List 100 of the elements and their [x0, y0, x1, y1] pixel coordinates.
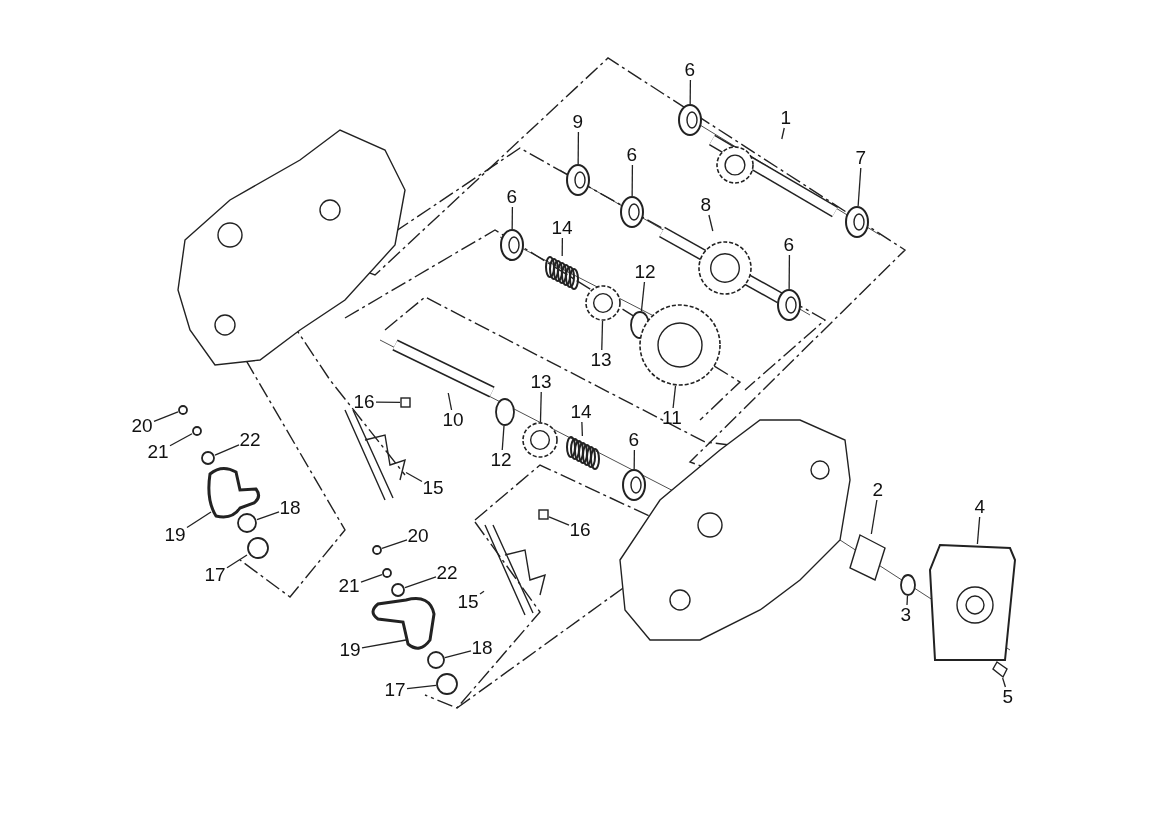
leader-line: [511, 206, 514, 230]
leader-line: [548, 516, 570, 526]
callout-number: 14: [550, 218, 574, 238]
leader-line: [1002, 677, 1007, 688]
leader-line: [404, 576, 437, 589]
callout-number: 15: [456, 592, 480, 612]
spring: [566, 436, 600, 470]
leader-line: [406, 684, 437, 690]
shaft: [392, 339, 495, 398]
lever-arm: [207, 466, 261, 519]
leader-line: [788, 254, 791, 290]
bolt: [178, 405, 188, 415]
callout-number: 15: [421, 478, 445, 498]
washer: [192, 426, 202, 436]
leader-line: [633, 449, 636, 470]
leader-line: [447, 392, 453, 411]
callout-number: 3: [899, 605, 913, 625]
callout-number: 21: [337, 576, 361, 596]
shift-fork: [344, 409, 406, 501]
bolt: [372, 545, 382, 555]
callout-number: 16: [352, 392, 376, 412]
bearing: [620, 196, 644, 228]
callout-number: 17: [383, 680, 407, 700]
leader-line: [976, 516, 981, 545]
leader-line: [857, 167, 862, 207]
leader-line: [781, 127, 785, 140]
washer: [247, 537, 269, 559]
callout-number: 6: [782, 235, 796, 255]
callout-number: 13: [589, 350, 613, 370]
callout-number: 18: [278, 498, 302, 518]
callout-number: 13: [529, 372, 553, 392]
leader-line: [361, 639, 407, 649]
gear: [639, 304, 721, 386]
bearing: [566, 164, 590, 196]
leader-line: [360, 574, 383, 583]
bearing: [622, 469, 646, 501]
callout-number: 22: [238, 430, 262, 450]
leader-line: [479, 590, 485, 595]
bolt: [992, 661, 1008, 679]
callout-number: 19: [163, 525, 187, 545]
callout-number: 7: [854, 148, 868, 168]
leader-line: [906, 595, 909, 606]
leader-line: [581, 421, 584, 437]
callout-number: 8: [699, 195, 713, 215]
leader-line: [689, 79, 692, 105]
callout-number: 20: [406, 526, 430, 546]
leader-line: [256, 511, 280, 521]
spring: [545, 256, 579, 290]
leader-line: [539, 391, 542, 423]
leader-line: [214, 444, 240, 456]
callout-number: 12: [633, 262, 657, 282]
bearing: [777, 289, 801, 321]
leader-line: [640, 281, 646, 312]
callout-number: 9: [571, 112, 585, 132]
leader-line: [169, 433, 193, 447]
gear: [522, 422, 558, 458]
callout-number: 20: [130, 416, 154, 436]
leader-line: [870, 499, 878, 535]
callout-number: 11: [661, 408, 683, 428]
callout-number: 14: [569, 402, 593, 422]
callout-number: 2: [871, 480, 885, 500]
callout-number: 12: [489, 450, 513, 470]
callout-number: 6: [683, 60, 697, 80]
leader-line: [381, 539, 408, 549]
washer: [201, 451, 215, 465]
leader-line: [708, 214, 714, 232]
leader-line: [153, 411, 179, 423]
washer: [391, 583, 405, 597]
leader-line: [226, 554, 248, 569]
washer: [237, 513, 257, 533]
sleeve: [849, 534, 886, 581]
leader-line: [631, 164, 634, 197]
cover-plate: [929, 543, 1017, 661]
bearing: [845, 206, 869, 238]
leader-line: [375, 401, 401, 404]
gear: [585, 285, 621, 321]
shift-fork: [484, 524, 546, 616]
bearing: [500, 229, 524, 261]
leader-line: [601, 320, 604, 351]
bearing: [678, 104, 702, 136]
leader-line: [672, 385, 677, 409]
leader-line: [577, 131, 580, 165]
callout-number: 1: [779, 108, 793, 128]
callout-number: 4: [973, 497, 987, 517]
callout-number: 17: [203, 565, 227, 585]
lever-arm: [371, 597, 436, 650]
callout-number: 18: [470, 638, 494, 658]
leader-line: [501, 425, 505, 451]
washer: [382, 568, 392, 578]
leader-line: [186, 511, 212, 529]
callout-number: 6: [505, 187, 519, 207]
washer: [900, 574, 916, 596]
callout-number: 19: [338, 640, 362, 660]
callout-number: 22: [435, 563, 459, 583]
washer: [427, 651, 445, 669]
callout-number: 5: [1001, 687, 1015, 707]
callout-number: 16: [568, 520, 592, 540]
circlip: [495, 398, 515, 426]
callout-number: 21: [146, 442, 170, 462]
leader-line: [444, 650, 472, 659]
